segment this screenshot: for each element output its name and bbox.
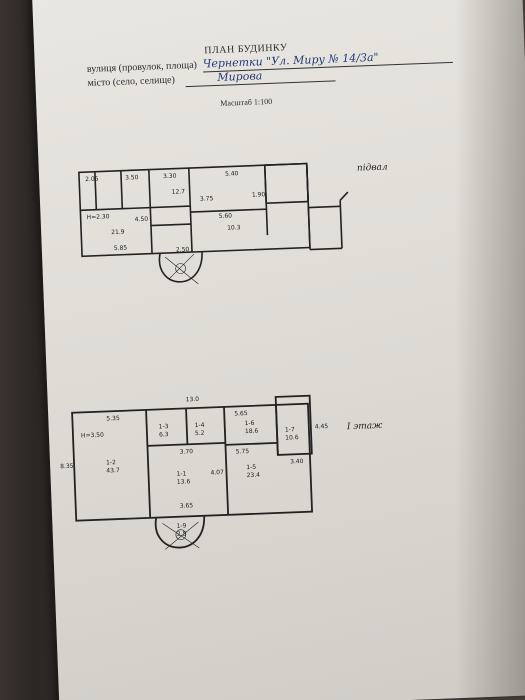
floor1-area-25: 2.5: [176, 530, 187, 538]
floor1-room-14: 1-4: [194, 421, 205, 430]
first-floor-caption: I этаж: [346, 420, 383, 433]
floor1-area-234: 23.4: [246, 471, 261, 480]
floor1-room-15: 1-5: [246, 463, 257, 472]
floor1-dim-365: 3.65: [179, 502, 194, 510]
floor1-dim-445: 4.45: [314, 422, 329, 431]
floor1-area-106: 10.6: [285, 434, 299, 442]
floor1-dim-130: 13.0: [185, 395, 200, 404]
floor1-room-13: 1-3: [158, 423, 169, 431]
document-sheet: ПЛАН БУДИНКУ вулиця (провулок, площа) Че…: [32, 0, 525, 700]
floor1-area-186: 18.6: [244, 427, 259, 436]
floor1-dim-535: 5.35: [106, 414, 120, 423]
floor1-dim-835: 8.35: [60, 462, 74, 471]
floor1-dim-565: 5.65: [234, 410, 248, 418]
floor1-room-11: 1-1: [176, 470, 187, 478]
floor1-dim-340: 3.40: [290, 457, 304, 466]
floor1-dim-370: 3.70: [179, 448, 194, 456]
basement-plan: [78, 162, 349, 285]
floor1-area-136: 13.6: [176, 478, 191, 486]
floor1-dim-407: 4.07: [210, 468, 225, 477]
floor1-room-17: 1-7: [284, 426, 295, 434]
page-shadow: [455, 0, 525, 700]
floor1-area-63: 6.3: [158, 431, 169, 439]
floor1-area-52: 5.2: [194, 429, 205, 438]
floor1-area-437: 43.7: [106, 466, 120, 475]
floor1-room-16: 1-6: [244, 419, 255, 428]
first-floor-plan: [71, 394, 314, 550]
floor1-dim-575: 5.75: [235, 448, 250, 456]
floor1-room-19: 1-9: [176, 522, 187, 530]
first-floor-outer-wall: [71, 402, 314, 522]
floor1-room-12: 1-2: [105, 459, 116, 467]
floor1-height: H=3.50: [80, 431, 105, 440]
